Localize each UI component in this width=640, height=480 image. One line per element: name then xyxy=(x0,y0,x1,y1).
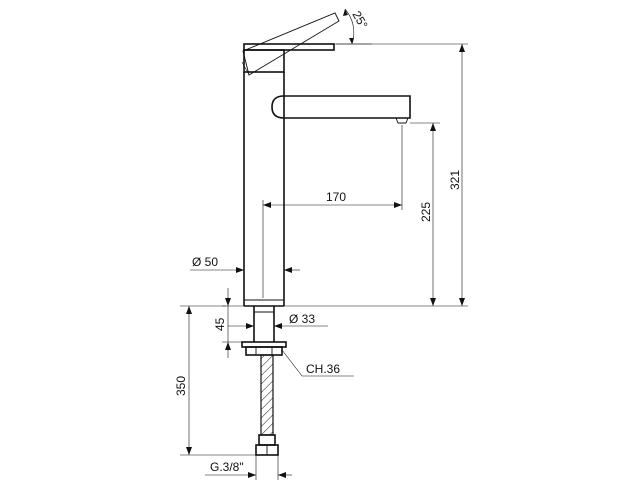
body-diameter-label: Ø 50 xyxy=(192,255,218,269)
spout-height-dimension: 225 xyxy=(410,122,440,306)
lever-raised-outline xyxy=(241,12,340,76)
hose-length-dimension: 350 xyxy=(174,305,256,456)
spout-reach-dimension: 170 xyxy=(262,125,403,298)
spout-reach-label: 170 xyxy=(326,190,346,204)
connection-thread-dimension: G.3/8" xyxy=(205,455,292,480)
mounting-nut xyxy=(241,341,287,356)
faucet-body xyxy=(243,72,285,307)
shank-length-label: 45 xyxy=(213,317,227,331)
shank-diameter-dimension: Ø 33 xyxy=(228,312,328,329)
nut-size-label: CH.36 xyxy=(306,362,340,376)
body-diameter-dimension: Ø 50 xyxy=(190,255,300,273)
spout xyxy=(271,95,411,124)
hose-length-label: 350 xyxy=(174,376,188,396)
flexible-hose xyxy=(255,354,279,456)
lever-angle-label: 25° xyxy=(349,9,370,32)
shank-diameter-label: Ø 33 xyxy=(289,312,315,326)
lever-handle xyxy=(243,43,335,73)
nut-size-callout: CH.36 xyxy=(281,349,354,377)
shank-length-dimension: 45 xyxy=(213,288,244,358)
mounting-shank xyxy=(253,306,275,342)
spout-height-label: 225 xyxy=(419,202,433,222)
total-height-dimension: 321 xyxy=(284,43,468,307)
total-height-label: 321 xyxy=(448,170,462,190)
connection-thread-label: G.3/8" xyxy=(210,460,244,474)
lever-angle-dimension: 25° xyxy=(334,9,372,45)
